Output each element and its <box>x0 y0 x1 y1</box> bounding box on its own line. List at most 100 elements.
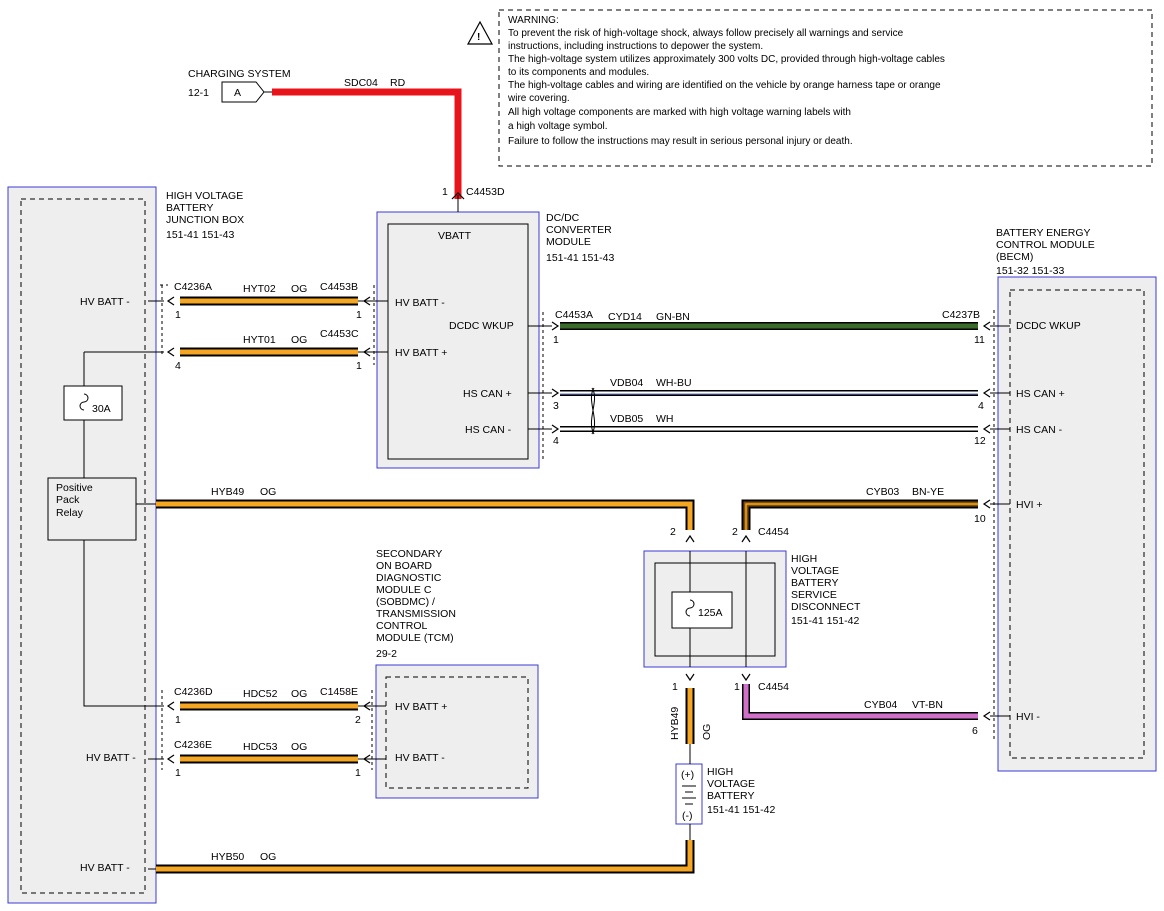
fuse-30a <box>63 385 123 421</box>
svg-text:!: ! <box>477 32 480 43</box>
wire-hyb49b-color: OG <box>701 724 713 740</box>
wire-hyb50-color: OG <box>260 851 276 863</box>
wire-vdb05-from-pin: 4 <box>553 435 559 447</box>
junction-box: HIGH VOLTAGE BATTERY JUNCTION BOX 151-41… <box>7 186 244 904</box>
wire-hyt02-color: OG <box>291 283 307 295</box>
dcdc-pin-dcdc-wkup: DCDC WKUP <box>449 320 514 332</box>
becm-refs: 151-32 151-33 <box>996 265 1064 277</box>
wire-hyt02-from-conn: C4236A <box>174 281 212 293</box>
wire-cyb04: CYB04 VT-BN 1 C4454 6 <box>734 673 1010 737</box>
sobdmc-pin-hv-batt-neg: HV BATT - <box>395 752 445 764</box>
wire-vdb05-circuit: VDB05 <box>610 413 643 425</box>
warning-box: ! WARNING: To prevent the risk of high-v… <box>466 9 1153 167</box>
junction-box-name: HIGH VOLTAGE <box>166 190 243 202</box>
dcdc-name: MODULE <box>546 236 591 248</box>
sobdmc-tcm-module: SECONDARY ON BOARD DIAGNOSTIC MODULE C (… <box>161 548 539 799</box>
warning-line: a high voltage symbol. <box>508 121 608 132</box>
wire-cyd14-from-pin: 1 <box>553 334 559 346</box>
charging-connector-letter: A <box>234 87 241 99</box>
warning-line: All high voltage components are marked w… <box>508 107 851 118</box>
wire-cyb04-circuit: CYB04 <box>864 699 897 711</box>
becm-pin-hvi-pos: HVI + <box>1016 499 1043 511</box>
wire-cyb03-color: BN-YE <box>912 486 944 498</box>
sobdmc-name: MODULE (TCM) <box>376 632 454 644</box>
warning-triangle-icon: ! <box>466 20 494 45</box>
warning-line: to its components and modules. <box>508 67 649 78</box>
becm-pin-hs-can-neg: HS CAN - <box>1016 424 1063 436</box>
dcdc-pin-vbatt: VBATT <box>438 230 472 242</box>
warning-line: wire covering. <box>507 93 570 104</box>
junction-box-name: BATTERY <box>166 202 213 214</box>
wire-hyt02: C4236A HYT02 OG C4453B 1 1 <box>166 281 388 321</box>
wire-cyb03-to-pin: 10 <box>974 513 986 525</box>
becm-pin-hs-can-pos: HS CAN + <box>1016 388 1065 400</box>
wire-hyt02-from-pin: 1 <box>175 309 181 321</box>
wire-vdb04-to-pin: 4 <box>978 400 984 412</box>
sobdmc-name: ON BOARD <box>376 560 432 572</box>
sobdmc-refs: 29-2 <box>376 648 397 660</box>
wire-hdc52-circuit: HDC52 <box>243 688 278 700</box>
fuse-125a-label: 125A <box>698 607 723 619</box>
wire-hdc53-from-conn: C4236E <box>174 739 212 751</box>
wire-hdc53-from-pin: 1 <box>175 767 181 779</box>
warning-line: The high-voltage cables and wiring are i… <box>508 80 941 91</box>
hv-battery-name: VOLTAGE <box>707 778 755 790</box>
warning-line: To prevent the risk of high-voltage shoc… <box>508 28 904 39</box>
wire-vdb05-color: WH <box>656 413 674 425</box>
dcdc-pin-hs-can-neg: HS CAN - <box>465 424 512 436</box>
wire-sdc04 <box>272 88 462 199</box>
wire-hyb49-bottom: 1 HYB49 OG <box>669 673 713 764</box>
becm-name: BATTERY ENERGY <box>996 227 1091 239</box>
wire-sdc04-circuit: SDC04 <box>344 77 378 89</box>
dcdc-top-conn: C4453D <box>466 186 505 198</box>
wire-hdc53-circuit: HDC53 <box>243 741 278 753</box>
wire-cyb03: CYB03 BN-YE 2 C4454 10 <box>732 486 1010 543</box>
wire-hyb50-circuit: HYB50 <box>211 851 244 863</box>
wire-hyt01-to-conn: C4453C <box>320 328 359 340</box>
fuse-icon <box>79 393 89 411</box>
warning-line: instructions, including instructions to … <box>508 41 763 52</box>
dcdc-pin-hs-can-pos: HS CAN + <box>463 388 512 400</box>
sobdmc-name: MODULE C <box>376 584 432 596</box>
sobdmc-name: CONTROL <box>376 620 427 632</box>
wire-hyb49b-circuit: HYB49 <box>669 707 681 740</box>
sobdmc-name: DIAGNOSTIC <box>376 572 442 584</box>
hv-battery-name: HIGH <box>707 766 733 778</box>
wire-vdb05: VDB05 WH 4 12 <box>528 387 1010 447</box>
fuse-icon <box>685 599 695 617</box>
wire-cyd14-color: GN-BN <box>656 311 690 323</box>
sobdmc-name: TRANSMISSION <box>376 608 456 620</box>
charging-system-title: CHARGING SYSTEM <box>188 68 291 80</box>
wire-hdc53-color: OG <box>291 741 307 753</box>
wire-hyt01-to-pin: 1 <box>356 360 362 372</box>
wire-cyd14-from-conn: C4453A <box>555 309 593 321</box>
twisted-pair-icon <box>590 387 596 435</box>
wire-vdb04-from-pin: 3 <box>553 400 559 412</box>
junction-box-name: JUNCTION BOX <box>166 214 244 226</box>
relay-label: Relay <box>56 507 84 519</box>
wire-hyt01-circuit: HYT01 <box>243 334 276 346</box>
becm-name: CONTROL MODULE <box>996 239 1095 251</box>
becm-module: BATTERY ENERGY CONTROL MODULE (BECM) 151… <box>993 227 1157 772</box>
wire-hdc52: C4236D HDC52 OG C1458E 1 2 <box>166 686 386 726</box>
wire-cyd14-to-conn: C4237B <box>942 309 980 321</box>
wire-hyt01: HYT01 OG C4453C 4 1 <box>166 328 388 372</box>
wire-hdc52-to-pin: 2 <box>355 714 361 726</box>
charging-system-ref: 12-1 <box>188 87 209 99</box>
wire-hyb49b-from-pin: 1 <box>672 681 678 693</box>
wire-vdb04-color: WH-BU <box>656 377 692 389</box>
wire-hdc52-from-conn: C4236D <box>174 686 213 698</box>
wire-vdb04-circuit: VDB04 <box>610 377 643 389</box>
battery-icon <box>682 785 696 805</box>
wire-hyt02-to-pin: 1 <box>356 309 362 321</box>
charging-system: CHARGING SYSTEM 12-1 A SDC04 RD <box>188 68 462 199</box>
sobdmc-name: SECONDARY <box>376 548 442 560</box>
jb-pin-hv-batt-neg: HV BATT - <box>80 296 130 308</box>
service-disconnect-name: HIGH <box>791 553 817 565</box>
service-disconnect: 125A HIGH VOLTAGE BATTERY SERVICE DISCON… <box>643 550 861 668</box>
wire-hdc52-to-conn: C1458E <box>320 686 358 698</box>
becm-pin-hvi-neg: HVI - <box>1016 711 1040 723</box>
wire-hdc52-color: OG <box>291 688 307 700</box>
sobdmc-name: (SOBDMC) / <box>376 596 435 608</box>
positive-pack-relay <box>47 477 137 541</box>
